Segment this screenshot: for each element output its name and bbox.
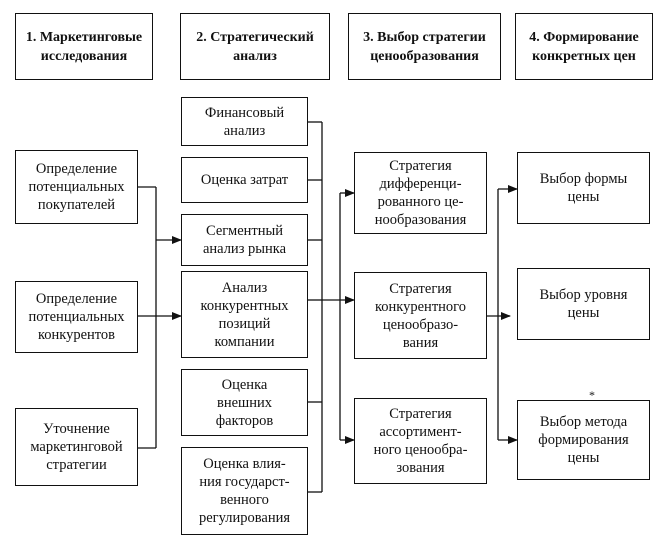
box-define-buyers: Определение потенциальных покупателей <box>15 150 138 224</box>
box-label: Стратегия конкурентного ценообразо- вани… <box>374 280 467 351</box>
box-define-competitors: Определение потенциальных конкурентов <box>15 281 138 353</box>
box-label: Выбор метода формирования цены <box>538 414 629 466</box>
box-cost-evaluation: Оценка затрат <box>181 157 308 203</box>
box-market-segment-analysis: Сегментный анализ рынка <box>181 214 308 266</box>
box-external-factors: Оценка внешних факторов <box>181 369 308 436</box>
box-label: Стратегия дифференци- рованного це- нооб… <box>374 158 467 228</box>
header-price-formation: 4. Формирование конкретных цен <box>515 13 653 80</box>
box-label: Выбор формы цены <box>539 171 628 205</box>
box-label: Оценка влия- ния государст- венного регу… <box>198 456 291 526</box>
header-label: 1. Маркетинговые исследования <box>25 29 143 64</box>
box-label: Стратегия ассортимент- ного ценообра- зо… <box>373 406 468 476</box>
box-label: Сегментный анализ рынка <box>202 223 287 257</box>
box-choose-price-form: Выбор формы цены <box>517 152 650 224</box>
box-choose-price-level: Выбор уровня цены <box>517 268 650 340</box>
footnote-mark: * <box>589 388 595 402</box>
header-label: 3. Выбор стратегии ценообразования <box>363 29 486 64</box>
box-refine-marketing-strategy: Уточнение маркетинговой стратегии <box>15 408 138 486</box>
header-strategic-analysis: 2. Стратегический анализ <box>180 13 330 80</box>
box-label: Выбор уровня цены <box>539 287 628 321</box>
box-label: Определение потенциальных конкурентов <box>28 291 125 343</box>
header-label: 2. Стратегический анализ <box>196 29 314 64</box>
box-label: Финансовый анализ <box>204 104 285 139</box>
box-financial-analysis: Финансовый анализ <box>181 97 308 146</box>
box-label: Определение потенциальных покупателей <box>28 161 125 213</box>
header-marketing-research: 1. Маркетинговые исследования <box>15 13 153 80</box>
box-label: Оценка внешних факторов <box>215 376 274 429</box>
box-label: Анализ конкурентных позиций компании <box>200 279 289 350</box>
box-label: Уточнение маркетинговой стратегии <box>30 421 123 473</box>
box-government-regulation: Оценка влия- ния государст- венного регу… <box>181 447 308 535</box>
box-competitive-position-analysis: Анализ конкурентных позиций компании <box>181 271 308 358</box>
box-choose-pricing-method: Выбор метода формирования цены <box>517 400 650 480</box>
box-competitive-pricing: Стратегия конкурентного ценообразо- вани… <box>354 272 487 359</box>
box-assortment-pricing: Стратегия ассортимент- ного ценообра- зо… <box>354 398 487 484</box>
header-label: 4. Формирование конкретных цен <box>529 29 639 64</box>
header-pricing-strategy: 3. Выбор стратегии ценообразования <box>348 13 501 80</box>
box-differentiated-pricing: Стратегия дифференци- рованного це- нооб… <box>354 152 487 234</box>
box-label: Оценка затрат <box>200 172 289 188</box>
